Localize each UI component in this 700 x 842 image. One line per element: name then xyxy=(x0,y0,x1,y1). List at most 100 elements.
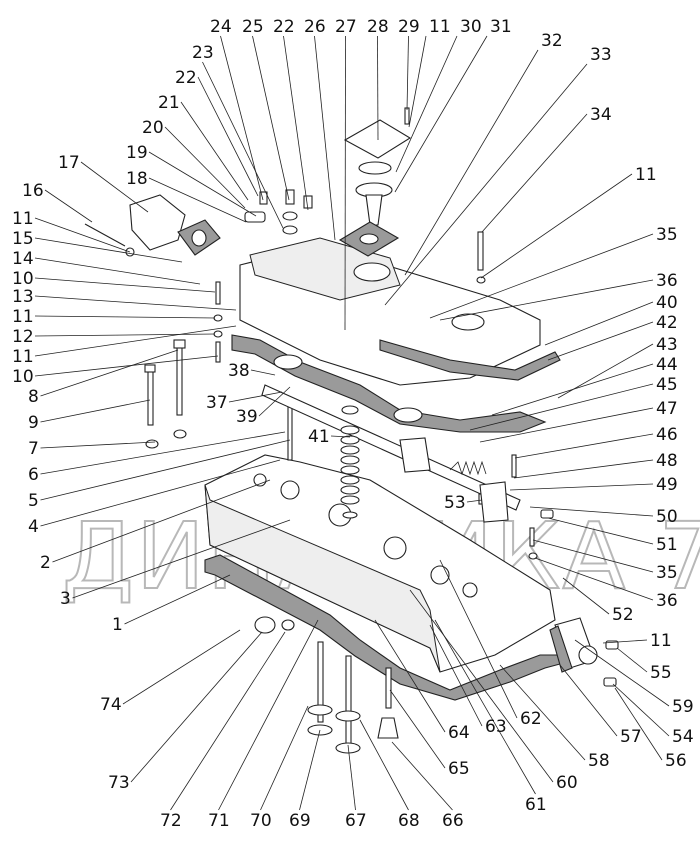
washer xyxy=(528,552,538,560)
leader-line xyxy=(479,407,654,443)
gasket-hole xyxy=(273,354,303,370)
part-number-label: 11 xyxy=(429,17,451,37)
leader-line xyxy=(283,35,309,211)
head-port xyxy=(430,565,450,585)
intake-valve-stem xyxy=(317,641,324,723)
leader-line xyxy=(429,624,483,727)
leader-line xyxy=(34,295,237,311)
part-number-label: 12 xyxy=(12,327,34,347)
leader-line xyxy=(197,76,259,197)
oil-filler-cap xyxy=(451,313,485,331)
part-number-label: 66 xyxy=(442,811,464,831)
part-number-label: 68 xyxy=(398,811,420,831)
side-flange-gasket xyxy=(549,625,573,673)
leader-line xyxy=(52,479,271,563)
part-number-label: 11 xyxy=(650,631,672,651)
leader-line xyxy=(34,333,216,337)
leader-line xyxy=(532,539,654,573)
bolt xyxy=(259,191,268,205)
leader-line xyxy=(40,459,281,527)
leader-line xyxy=(395,35,458,173)
leader-line xyxy=(170,631,286,811)
bolt xyxy=(215,281,221,305)
leader-line xyxy=(314,35,336,241)
leader-line xyxy=(40,399,151,423)
plug xyxy=(540,509,554,519)
leader-line xyxy=(480,173,633,279)
leader-line xyxy=(562,577,610,615)
part-number-label: 29 xyxy=(398,17,420,37)
head-port xyxy=(462,582,478,598)
leader-line xyxy=(34,217,131,253)
leader-line xyxy=(34,277,216,293)
part-number-label: 26 xyxy=(304,17,326,37)
leader-line xyxy=(409,589,554,783)
part-number-label: 32 xyxy=(541,31,563,51)
expansion-plug xyxy=(254,616,276,634)
valves xyxy=(254,616,399,754)
part-number-label: 60 xyxy=(556,773,578,793)
bolts xyxy=(84,107,554,560)
part-number-label: 15 xyxy=(12,229,34,249)
part-number-label: 46 xyxy=(656,425,678,445)
gasket-hole xyxy=(191,229,207,247)
part-number-label: 65 xyxy=(448,759,470,779)
part-number-label: 47 xyxy=(656,399,678,419)
head-port xyxy=(253,473,267,487)
part-number-label: 54 xyxy=(672,727,694,747)
leader-line xyxy=(434,619,536,795)
leader-line xyxy=(34,355,219,377)
part-number-label: 2 xyxy=(40,553,51,573)
part-number-label: 6 xyxy=(28,465,39,485)
part-number-label: 11 xyxy=(635,165,657,185)
leader-line xyxy=(544,301,654,346)
leader-line xyxy=(148,151,257,217)
leader-line xyxy=(529,506,654,517)
leader-line xyxy=(148,177,247,223)
leader-line xyxy=(72,519,291,599)
part-number-label: 21 xyxy=(158,93,180,113)
part-number-label: 25 xyxy=(242,17,264,37)
part-number-label: 37 xyxy=(206,393,228,413)
washer xyxy=(145,439,159,449)
leader-line xyxy=(514,433,654,459)
bolt xyxy=(285,189,295,205)
part-number-label: 13 xyxy=(12,287,34,307)
rocker-bracket xyxy=(399,437,431,473)
part-number-label: 20 xyxy=(142,118,164,138)
part-number-label: 45 xyxy=(656,375,678,395)
part-number-label: 39 xyxy=(236,407,258,427)
part-number-label: 48 xyxy=(656,451,678,471)
leader-line xyxy=(404,49,539,276)
leader-line xyxy=(80,161,149,213)
oil-filler-hole xyxy=(353,262,391,282)
injector-sleeve xyxy=(377,717,399,739)
bushing xyxy=(281,619,295,631)
leader-line xyxy=(534,557,654,601)
leader-line xyxy=(228,391,283,403)
exhaust-valve-stem xyxy=(345,655,352,745)
part-number-label: 22 xyxy=(175,68,197,88)
cover-gasket-upper xyxy=(379,339,561,381)
part-number-label: 31 xyxy=(490,17,512,37)
part-number-label: 36 xyxy=(656,591,678,611)
thermostat-cover xyxy=(343,119,412,159)
leader-line xyxy=(180,101,249,201)
part-number-label: 40 xyxy=(656,293,678,313)
leader-line xyxy=(250,369,276,376)
part-number-label: 11 xyxy=(12,209,34,229)
leader-line xyxy=(260,705,309,811)
leader-line xyxy=(34,237,183,263)
part-number-label: 51 xyxy=(656,535,678,555)
leader-line xyxy=(34,257,201,285)
part-number-label: 9 xyxy=(28,413,39,433)
part-number-label: 1 xyxy=(112,615,123,635)
leader-line xyxy=(347,744,356,811)
washer xyxy=(173,429,187,439)
leader-line xyxy=(40,431,286,475)
leader-line xyxy=(559,664,618,737)
bolt xyxy=(511,454,517,478)
rocker-shaft xyxy=(261,384,521,511)
bolt xyxy=(404,107,410,125)
leader-line xyxy=(612,683,670,737)
